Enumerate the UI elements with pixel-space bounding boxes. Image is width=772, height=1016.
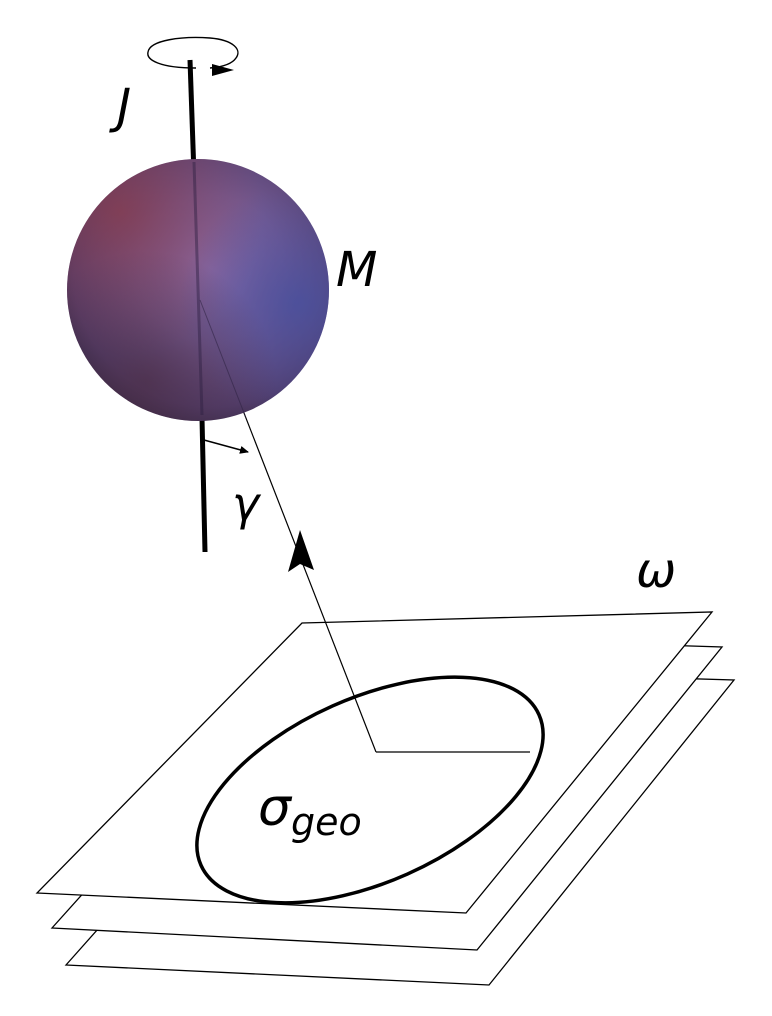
plane-top [35,611,714,914]
cross-section-ellipse [195,675,545,905]
rotation-arrowhead [212,64,234,76]
line-of-sight-arrowhead [288,530,314,572]
label-angular-momentum: J [109,79,131,135]
sphere-mass [67,159,329,421]
angle-gamma-arc [203,439,249,454]
label-angle: γ [232,477,262,531]
rotation-arrow [147,36,239,69]
label-cross-section: σgeo [258,778,362,844]
label-cross-section-symbol: σ [258,778,293,838]
label-mass: M [336,242,377,298]
label-frequency: ω [636,543,676,599]
label-cross-section-subscript: geo [291,800,362,844]
spin-axis-upper [187,59,197,176]
spin-axis-lower [199,417,208,553]
